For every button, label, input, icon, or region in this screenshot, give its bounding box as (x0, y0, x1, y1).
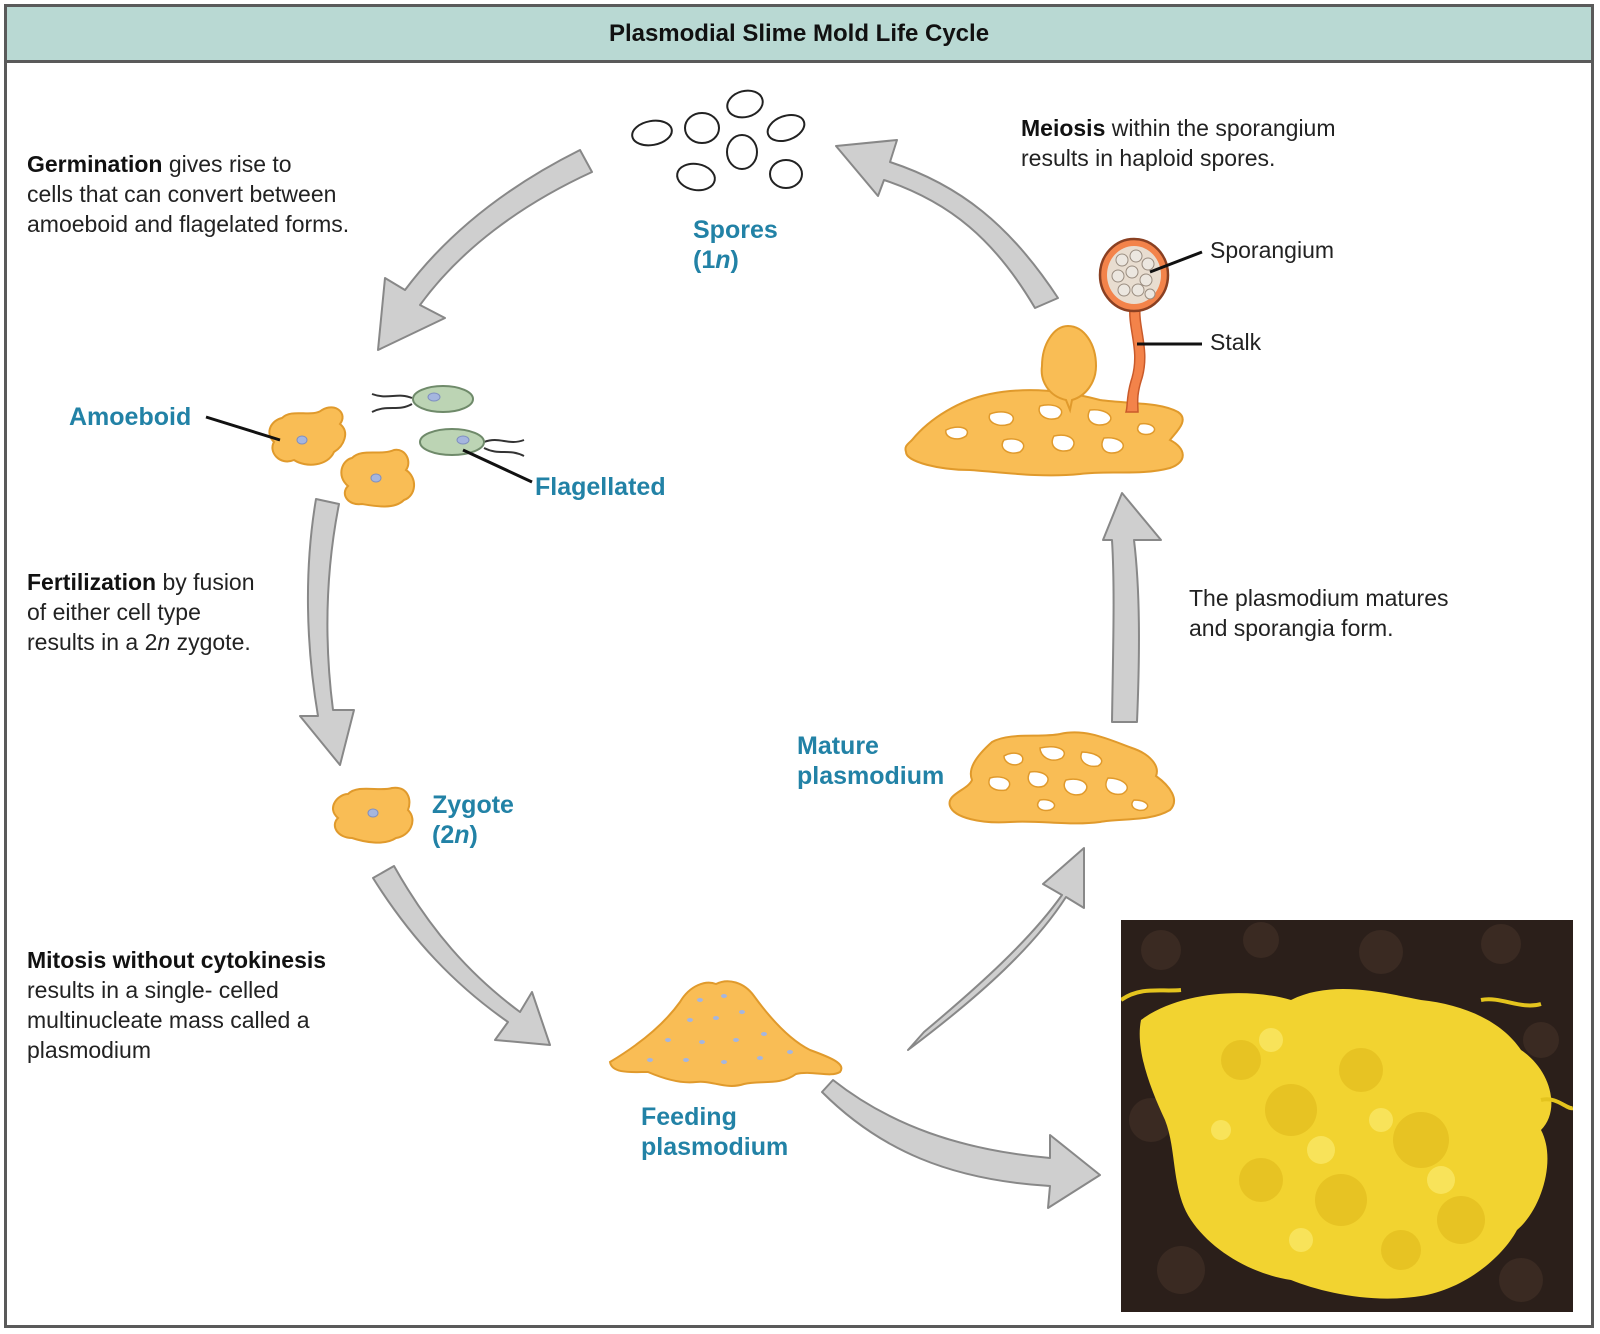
stage-label-flagellated: Flagellated (535, 472, 666, 502)
mitosis-line-3: multinucleate mass called a (27, 1007, 310, 1033)
mature-plasmodium-art (948, 731, 1175, 825)
amoeba-icon (268, 406, 347, 466)
germination-term: Germination (27, 151, 163, 177)
stage-label-amoeboid: Amoeboid (69, 402, 191, 432)
spore-icon (684, 112, 720, 144)
zygote-cell (332, 786, 414, 844)
stage-label-feeding: Feeding plasmodium (641, 1102, 788, 1162)
arrow-germination (377, 149, 593, 351)
mitosis-term: Mitosis without cytokinesis (27, 947, 327, 973)
spores-ploidy-post: ) (730, 246, 739, 274)
stage-label-mature: Mature plasmodium (797, 731, 944, 791)
spore-icon (631, 119, 673, 147)
feeding-label-line-2: plasmodium (641, 1133, 789, 1161)
flagellated-label: Flagellated (535, 473, 666, 501)
mitosis-line-2: results in a single- celled (27, 977, 279, 1003)
amoeboid-cells (268, 406, 415, 508)
leader-line-amoeboid (205, 415, 281, 442)
fertilization-line-2: of either cell type (27, 599, 201, 625)
figure-title: Plasmodial Slime Mold Life Cycle (608, 20, 990, 47)
arrow-meiosis (835, 139, 1059, 309)
mitosis-description: Mitosis without cytokinesis results in a… (27, 945, 326, 1065)
fertilization-description: Fertilization by fusion of either cell t… (27, 567, 255, 657)
meiosis-description: Meiosis within the sporangium results in… (1021, 113, 1336, 173)
arrow-maturation (1102, 492, 1162, 723)
leader-line-sporangium (1149, 250, 1203, 274)
maturation-line-2: and sporangia form. (1189, 615, 1394, 641)
germination-line-1: gives rise to (162, 151, 292, 177)
spore-icon (769, 159, 803, 189)
zygote-label-line-1: Zygote (432, 791, 514, 819)
flagellate-icon (412, 385, 474, 413)
spore-icon (766, 113, 806, 143)
stage-label-spores: Spores (1n) (693, 215, 778, 275)
mature-label-line-1: Mature (797, 732, 879, 760)
callout-stalk: Stalk (1210, 329, 1262, 355)
fertilization-line-3: results in a 2n zygote. (27, 627, 255, 657)
mature-label-line-2: plasmodium (797, 762, 945, 790)
feeding-label-line-1: Feeding (641, 1103, 737, 1131)
germination-line-3: amoeboid and flagelated forms. (27, 211, 350, 237)
mitosis-line-4: plasmodium (27, 1037, 151, 1063)
zygote-ploidy-n: n (454, 821, 470, 849)
fertilization-line-3-pre: results in a 2 (27, 629, 158, 655)
zygote-ploidy-pre: (2 (432, 821, 455, 849)
fertilization-term: Fertilization (27, 569, 157, 595)
flagellated-cells (371, 385, 525, 457)
spores-ploidy-pre: (1 (693, 246, 716, 274)
slime-mold-photo (1121, 920, 1573, 1312)
zygote-label-line-2: (2n) (432, 820, 514, 850)
feeding-plasmodium-art (608, 980, 843, 1087)
meiosis-line-1: within the sporangium (1105, 115, 1336, 141)
callout-sporangium: Sporangium (1210, 237, 1335, 263)
title-banner: Plasmodial Slime Mold Life Cycle (7, 7, 1591, 63)
stage-label-zygote: Zygote (2n) (432, 790, 514, 850)
germination-description: Germination gives rise to cells that can… (27, 149, 349, 239)
meiosis-term: Meiosis (1021, 115, 1106, 141)
spores-label-line-1: Spores (693, 216, 778, 244)
arrow-mitosis (372, 865, 551, 1046)
stalk-icon (1124, 305, 1146, 413)
fertilization-line-3-post: zygote. (170, 629, 251, 655)
young-sporangium-icon (1040, 324, 1098, 414)
amoeboid-label: Amoeboid (69, 403, 192, 431)
flagellate-icon (419, 428, 485, 456)
spore-icon (726, 89, 764, 119)
arrow-feeding-to-mature (907, 847, 1085, 1051)
meiosis-line-2: results in haploid spores. (1021, 145, 1276, 171)
fertilization-line-1: by fusion (156, 569, 255, 595)
maturation-description: The plasmodium matures and sporangia for… (1189, 583, 1449, 643)
arrow-fertilization (299, 498, 355, 766)
spore-icon (726, 134, 758, 170)
sporangia-plasmodium-art (904, 237, 1184, 477)
arrow-to-photo (821, 1079, 1101, 1209)
spores-label-line-2: (1n) (693, 245, 778, 275)
spores-ploidy-n: n (715, 246, 731, 274)
fertilization-line-3-italic: n (157, 629, 171, 655)
leader-line-flagellated (462, 448, 533, 484)
spores-group (631, 89, 806, 192)
figure-frame: Plasmodial Slime Mold Life Cycle (4, 4, 1594, 1328)
germination-line-2: cells that can convert between (27, 181, 337, 207)
spore-icon (676, 162, 716, 192)
zygote-ploidy-post: ) (469, 821, 478, 849)
maturation-line-1: The plasmodium matures (1189, 585, 1449, 611)
